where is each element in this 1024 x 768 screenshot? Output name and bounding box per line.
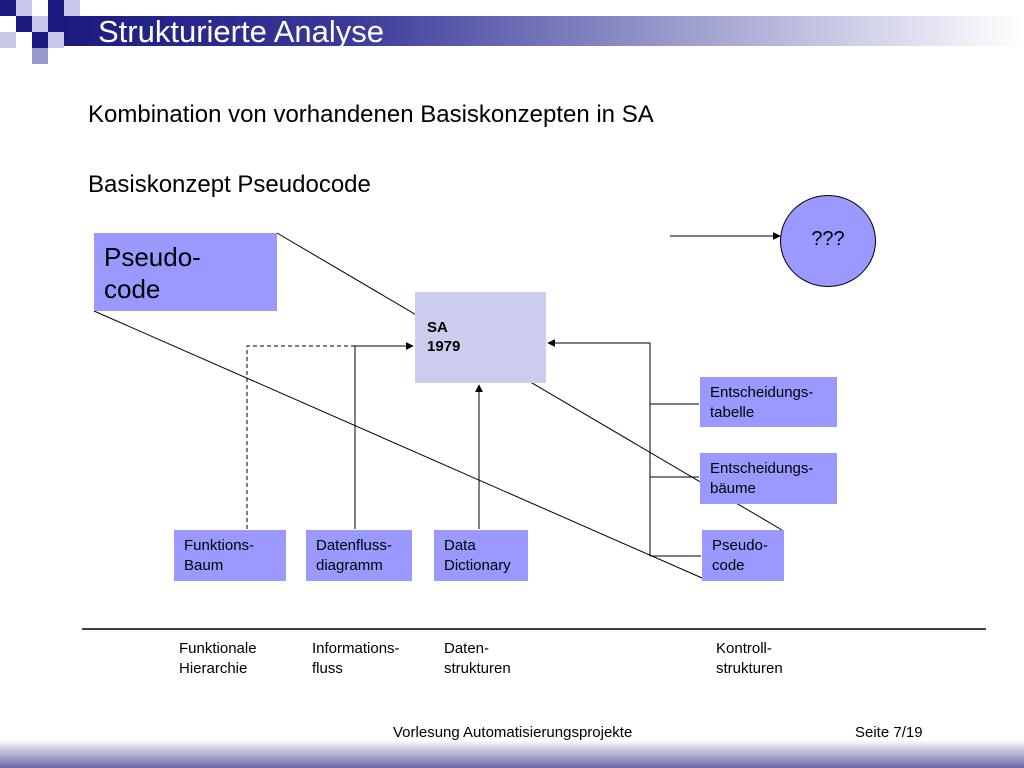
logo-square [48, 0, 64, 16]
logo-square [0, 32, 16, 48]
datenfluss-box: Datenfluss- diagramm [306, 530, 412, 581]
logo-square [64, 0, 80, 16]
connector-right-bracket [547, 339, 651, 556]
sa-1979-box: SA 1979 [415, 292, 546, 383]
subtitle-combination: Kombination von vorhandenen Basiskonzept… [88, 101, 654, 128]
funktions-baum-box: Funktions- Baum [174, 530, 286, 581]
question-circle: ??? [780, 195, 876, 287]
logo-square [16, 0, 32, 16]
footer-lecture-title: Vorlesung Automatisierungsprojekte [393, 724, 633, 741]
label-informationsfluss: Informations- fluss [312, 640, 400, 677]
page-number: Seite 7/19 [855, 724, 923, 741]
logo-square [48, 16, 64, 32]
logo-square [32, 32, 48, 48]
pseudo-code-main-box: Pseudo- code [94, 233, 277, 311]
logo-square [16, 16, 32, 32]
logo-square [32, 0, 48, 16]
footer-band [0, 740, 1024, 768]
label-funktionale-hierarchie: Funktionale Hierarchie [179, 640, 257, 677]
header-band [62, 16, 1024, 46]
slide-title: Strukturierte Analyse [98, 14, 385, 49]
logo-square [32, 16, 48, 32]
logo-square [32, 48, 48, 64]
subtitle-pseudocode: Basiskonzept Pseudocode [88, 171, 371, 198]
connector-datenfluss [354, 342, 414, 529]
diagonal-line-lower [93, 310, 703, 579]
dashed-connector-funktions [246, 345, 355, 529]
entscheidungs-tabelle-box: Entscheidungs- tabelle [700, 377, 837, 427]
pseudo-code-small-box: Pseudo- code [702, 530, 784, 581]
logo-square [48, 32, 64, 48]
data-dictionary-box: Data Dictionary [434, 530, 528, 581]
label-kontrollstrukturen: Kontroll- strukturen [716, 640, 783, 677]
logo-square [0, 0, 16, 16]
label-datenstrukturen: Daten- strukturen [444, 640, 511, 677]
entscheidungs-baeume-box: Entscheidungs- bäume [700, 453, 837, 504]
